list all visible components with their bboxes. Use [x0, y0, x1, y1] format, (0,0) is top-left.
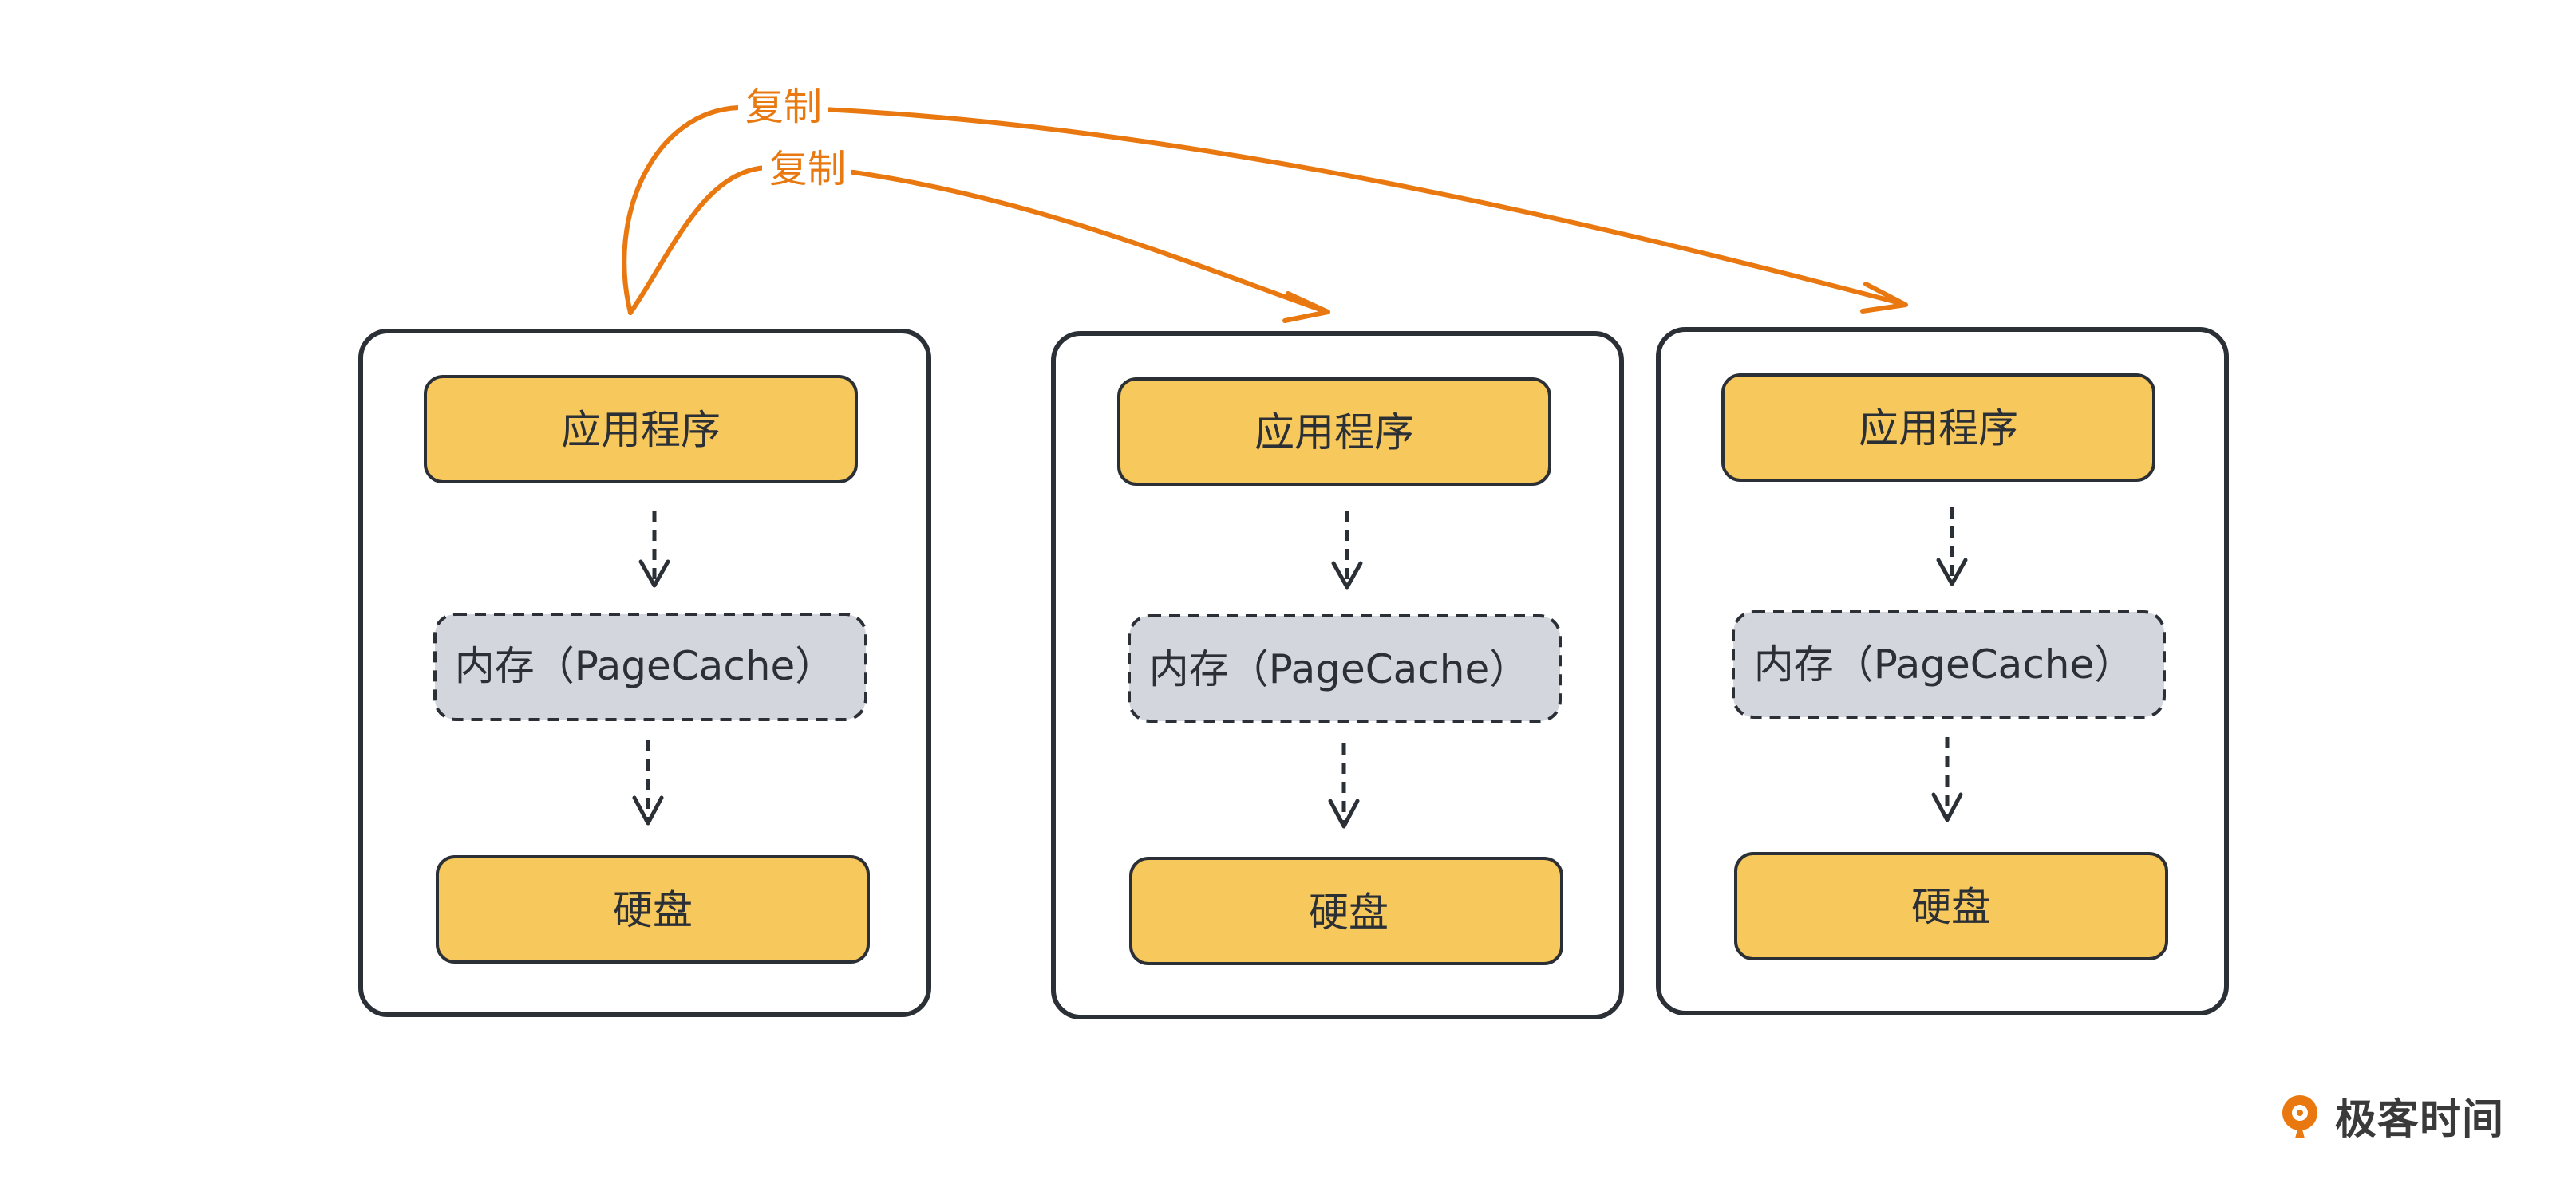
replicate-label-outer: 复制	[745, 85, 822, 129]
replicate-arrow-to-node-3	[622, 105, 1906, 315]
node-3-app-box	[1721, 373, 2155, 482]
brand-watermark: 极客时间	[2276, 1086, 2504, 1146]
node-1-arrowhead-1	[638, 559, 670, 588]
node-1-app-box	[424, 375, 858, 483]
node-2-arrowhead-2	[1328, 799, 1360, 829]
replication-arrows: 复制 复制	[622, 80, 1908, 323]
node-1-disk-label: 硬盘	[613, 887, 693, 933]
node-3-memory-box	[1732, 610, 2166, 719]
node-2-arrowhead-1	[1331, 561, 1363, 590]
node-3-arrowhead-2	[1931, 792, 1963, 822]
node-2-app-box	[1117, 377, 1551, 486]
node-3-disk-label: 硬盘	[1911, 884, 1991, 930]
brand-name: 极客时间	[2334, 1096, 2504, 1144]
node-1: 应用程序 内存（PageCache） 硬盘	[358, 329, 931, 1017]
node-2: 应用程序 内存（PageCache） 硬盘	[1051, 331, 1624, 1019]
node-1-disk-box	[436, 855, 870, 964]
replicate-label-inner: 复制	[769, 147, 846, 191]
node-3-disk-box	[1734, 852, 2168, 960]
geektime-logo-icon	[2282, 1094, 2317, 1138]
replicate-arrow-to-node-2	[628, 164, 1327, 315]
node-1-memory-box	[433, 613, 867, 721]
replicate-arrowhead-node-3	[1860, 282, 1908, 314]
node-2-app-label: 应用程序	[1254, 409, 1414, 455]
node-3-arrowhead-1	[1936, 558, 1968, 586]
node-3: 应用程序 内存（PageCache） 硬盘	[1656, 327, 2229, 1015]
node-2-disk-label: 硬盘	[1309, 889, 1389, 936]
node-2-memory-box	[1128, 614, 1562, 723]
node-2-memory-label: 内存（PageCache）	[1149, 646, 1530, 692]
node-2-disk-box	[1129, 857, 1563, 965]
node-3-app-label: 应用程序	[1859, 405, 2018, 452]
node-3-memory-label: 内存（PageCache）	[1754, 641, 2135, 688]
replicate-arrowhead-node-2	[1282, 291, 1330, 323]
node-1-arrowhead-2	[632, 795, 664, 826]
node-1-app-label: 应用程序	[561, 407, 721, 453]
node-1-memory-label: 内存（PageCache）	[455, 643, 836, 689]
